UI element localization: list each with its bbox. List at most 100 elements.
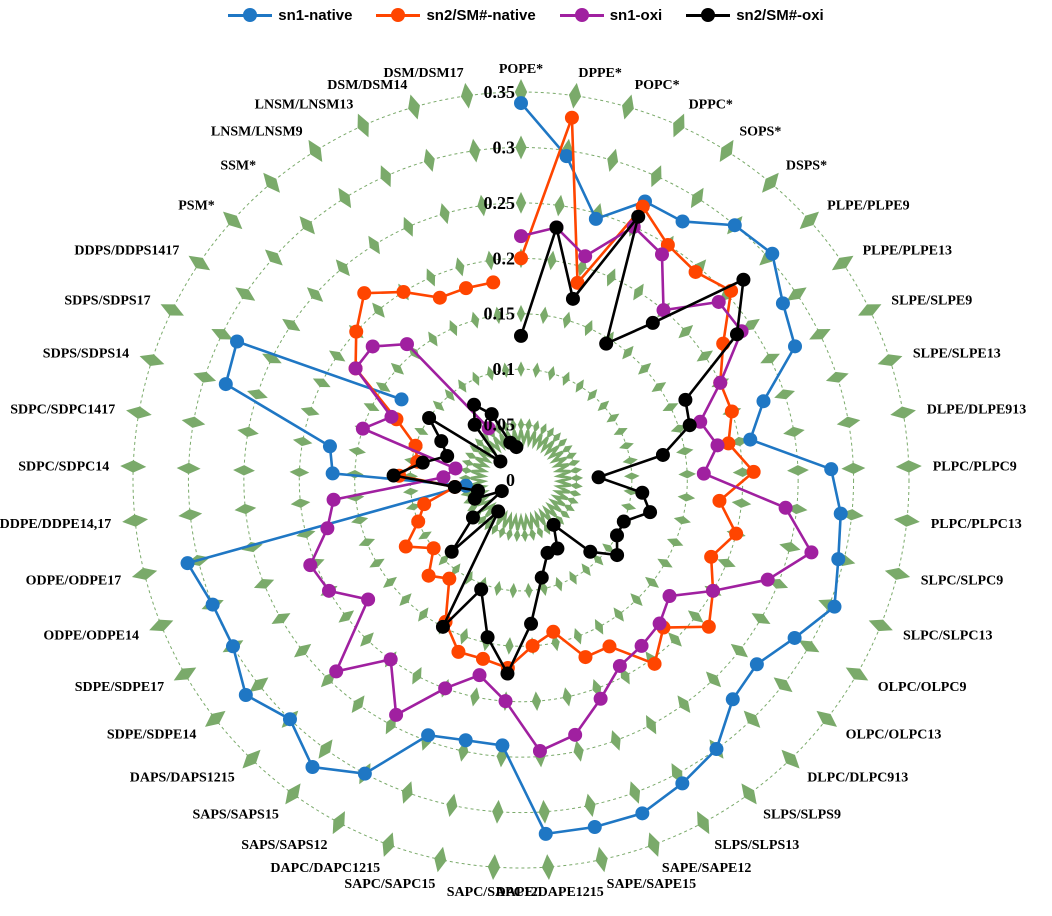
grid-marker xyxy=(399,593,412,606)
data-point xyxy=(546,624,561,639)
grid-marker xyxy=(562,371,570,386)
grid-marker xyxy=(494,580,502,597)
grid-marker xyxy=(444,389,455,402)
radar-grid xyxy=(120,78,922,881)
data-point xyxy=(610,528,625,543)
data-point xyxy=(749,657,764,672)
grid-marker xyxy=(610,730,621,751)
data-point xyxy=(467,397,482,412)
data-point xyxy=(725,692,740,707)
data-point xyxy=(396,284,411,299)
data-point xyxy=(321,583,336,598)
data-point xyxy=(282,712,297,727)
data-point xyxy=(578,650,593,665)
data-point xyxy=(498,694,513,709)
data-point xyxy=(656,303,671,318)
category-label: SAPC/SAPC12 xyxy=(447,885,538,900)
data-point xyxy=(325,466,340,481)
grid-marker xyxy=(506,527,513,541)
grid-marker xyxy=(149,619,174,632)
grid-marker xyxy=(622,345,634,360)
grid-marker xyxy=(477,515,488,525)
legend-item-sn1-native[interactable]: sn1-native xyxy=(228,7,352,24)
data-point xyxy=(386,468,401,483)
grid-marker xyxy=(743,710,761,728)
grid-marker xyxy=(351,516,369,525)
data-point xyxy=(645,315,660,330)
legend-swatch-sn2-oxi xyxy=(686,8,731,22)
data-point xyxy=(514,229,528,244)
grid-marker xyxy=(176,462,201,475)
series-sn1-native xyxy=(180,96,848,841)
data-point xyxy=(710,438,725,453)
grid-marker xyxy=(606,413,620,423)
data-point xyxy=(447,479,462,494)
legend-swatch-sn2-native xyxy=(376,8,421,22)
grid-marker xyxy=(363,403,380,411)
grid-marker xyxy=(204,710,226,727)
data-point xyxy=(778,500,793,515)
grid-marker xyxy=(290,498,311,508)
grid-marker xyxy=(380,165,391,188)
ring-label: 0.1 xyxy=(493,359,516,379)
grid-marker xyxy=(467,504,479,512)
grid-marker xyxy=(543,522,551,535)
grid-marker xyxy=(568,490,582,497)
grid-marker xyxy=(554,194,565,217)
grid-marker xyxy=(487,854,501,881)
category-label: SSM* xyxy=(220,158,256,173)
grid-marker xyxy=(566,497,579,504)
grid-marker xyxy=(678,470,697,479)
grid-marker xyxy=(697,811,710,835)
legend-item-sn1-oxi[interactable]: sn1-oxi xyxy=(559,7,662,24)
data-point xyxy=(711,294,726,309)
grid-marker xyxy=(249,677,269,693)
grid-marker xyxy=(403,487,419,496)
grid-marker xyxy=(521,528,529,543)
grid-marker xyxy=(222,211,243,230)
grid-marker xyxy=(471,311,480,329)
grid-ring xyxy=(233,191,809,768)
data-point xyxy=(760,572,775,587)
grid-marker xyxy=(696,350,714,362)
data-point xyxy=(827,599,842,614)
grid-marker xyxy=(253,579,275,589)
data-point xyxy=(706,583,721,598)
grid-marker xyxy=(597,400,610,412)
data-point xyxy=(411,514,426,529)
grid-marker xyxy=(645,576,659,588)
data-point xyxy=(458,733,473,748)
grid-marker xyxy=(247,389,268,400)
data-point xyxy=(322,439,337,454)
grid-marker xyxy=(499,525,506,539)
grid-marker xyxy=(657,558,673,568)
grid-marker xyxy=(895,460,922,473)
data-point xyxy=(491,504,506,519)
legend-item-sn2-oxi[interactable]: sn2/SM#-oxi xyxy=(686,7,824,24)
data-point xyxy=(602,639,617,654)
data-point xyxy=(701,619,716,634)
data-point xyxy=(349,324,364,339)
grid-marker xyxy=(568,82,582,109)
grid-marker xyxy=(434,846,447,873)
grid-marker xyxy=(540,423,547,436)
data-point xyxy=(634,638,649,653)
grid-marker xyxy=(638,362,652,375)
grid-marker xyxy=(338,187,352,209)
grid-marker xyxy=(719,139,734,162)
grid-marker xyxy=(858,304,882,316)
grid-marker xyxy=(461,459,475,466)
data-point xyxy=(434,434,449,449)
grid-marker xyxy=(525,582,533,599)
grid-marker xyxy=(449,320,458,337)
ring-label: 0.05 xyxy=(484,415,516,435)
legend-item-sn2-native[interactable]: sn2/SM#-native xyxy=(376,7,536,24)
grid-marker xyxy=(539,306,549,325)
grid-marker xyxy=(126,406,152,419)
data-point xyxy=(448,461,463,476)
grid-marker xyxy=(308,139,323,162)
data-point xyxy=(348,361,363,376)
data-point xyxy=(421,568,436,583)
grid-circle xyxy=(132,91,910,869)
